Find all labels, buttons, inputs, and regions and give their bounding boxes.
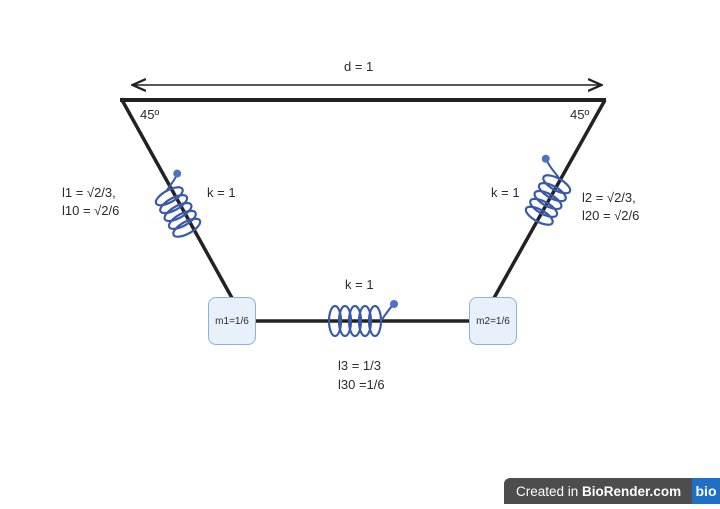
spring-right-length-line1: l2 = √2/3, bbox=[582, 190, 636, 205]
spring-middle-k-label: k = 1 bbox=[345, 277, 374, 292]
angle-right-label: 45º bbox=[570, 107, 590, 122]
mass-left-box: m1=1/6 bbox=[208, 297, 256, 345]
middle-spring-coil bbox=[327, 300, 398, 338]
credit-brand: BioRender.com bbox=[582, 483, 682, 499]
spring-right-k-label: k = 1 bbox=[491, 185, 520, 200]
biorender-logo-icon: bio bbox=[692, 478, 720, 504]
spring-middle-length-line2: l30 =1/6 bbox=[338, 377, 385, 392]
left-spring-coil bbox=[154, 169, 202, 238]
angle-left-label: 45º bbox=[140, 107, 160, 122]
credit-prefix: Created in bbox=[516, 483, 583, 499]
spring-left-k-label: k = 1 bbox=[207, 185, 236, 200]
right-spring-coil bbox=[524, 154, 572, 226]
spring-middle-length-line1: l3 = 1/3 bbox=[338, 358, 382, 373]
credit-text: Created in BioRender.com bbox=[504, 484, 681, 499]
mass-right-box: m2=1/6 bbox=[469, 297, 517, 345]
mass-left-label: m1=1/6 bbox=[215, 315, 249, 327]
spring-left-length-line1: l1 = √2/3, bbox=[62, 185, 116, 200]
distance-label: d = 1 bbox=[344, 59, 374, 74]
mass-right-label: m2=1/6 bbox=[476, 315, 510, 327]
biorender-credit-badge[interactable]: Created in BioRender.com bio bbox=[504, 478, 720, 504]
spring-right-length-line2: l20 = √2/6 bbox=[582, 208, 640, 223]
right-spring-line bbox=[492, 99, 607, 299]
spring-left-length-line2: l10 = √2/6 bbox=[62, 203, 120, 218]
